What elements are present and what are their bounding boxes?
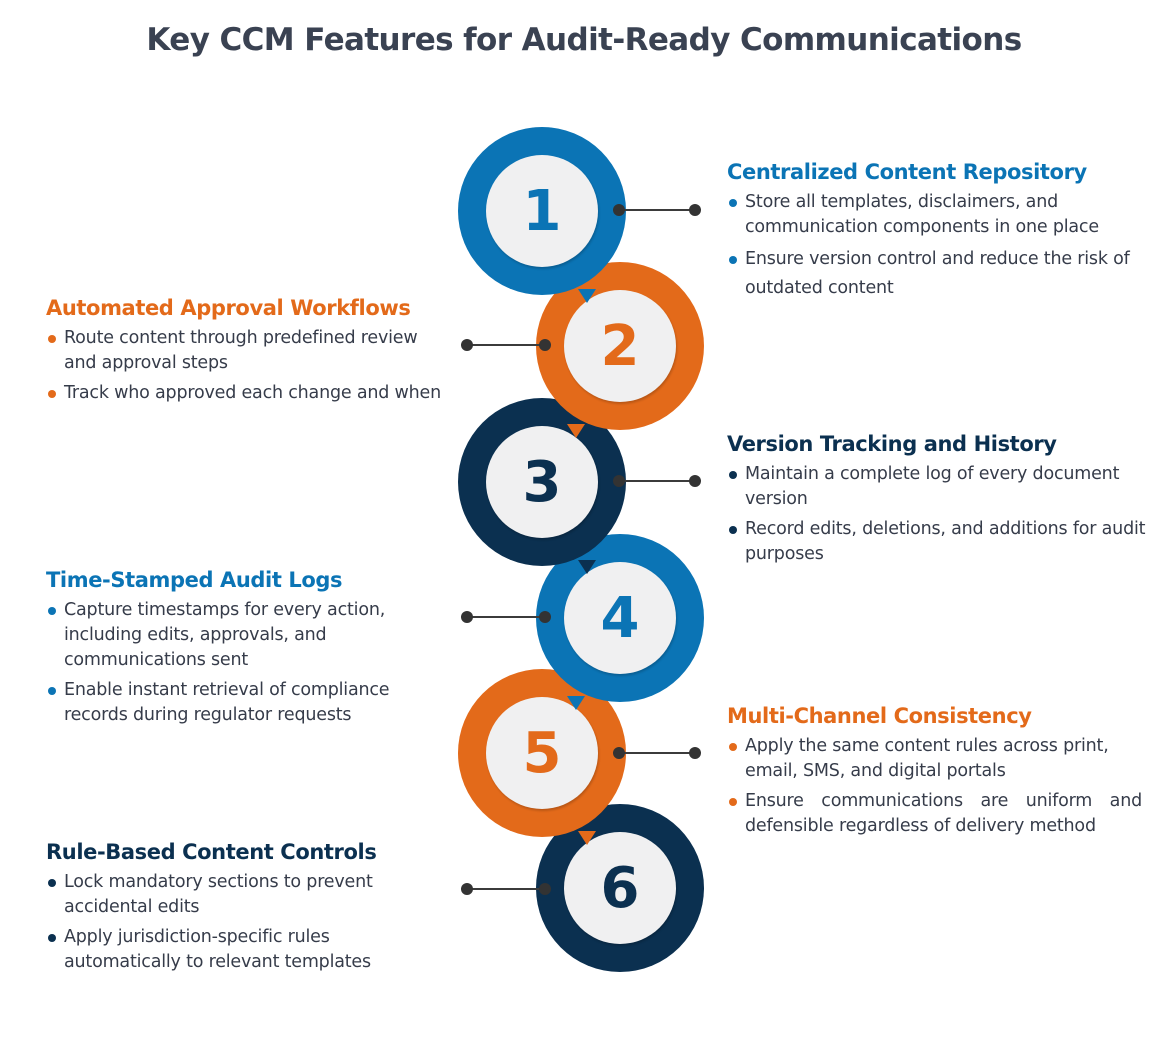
step-5-bullets: Apply the same content rules across prin… — [727, 734, 1142, 839]
connector-6-line — [467, 888, 545, 890]
step-6-number: 6 — [564, 832, 676, 944]
step-3-heading: Version Tracking and History — [727, 432, 1057, 456]
bullet-item: Lock mandatory sections to prevent accid… — [46, 870, 426, 920]
bullet-dot-icon — [48, 607, 56, 615]
connector-4-dot-outer — [461, 611, 473, 623]
step-5-tail — [578, 831, 596, 845]
step-3-tail — [578, 560, 596, 574]
connector-2-dot-outer — [461, 339, 473, 351]
bullet-item: Ensure version control and reduce the ri… — [727, 245, 1147, 303]
step-6-text: Rule-Based Content Controls Lock mandato… — [46, 840, 426, 980]
step-1-circle: 1 — [458, 127, 626, 295]
step-2-number: 2 — [564, 290, 676, 402]
bullet-item: Route content through predefined review … — [46, 326, 451, 376]
bullet-dot-icon — [729, 199, 737, 207]
step-4-text: Time-Stamped Audit Logs Capture timestam… — [46, 568, 441, 733]
bullet-item: Record edits, deletions, and additions f… — [727, 517, 1147, 567]
bullet-dot-icon — [729, 743, 737, 751]
bullet-dot-icon — [729, 256, 737, 264]
step-2-heading: Automated Approval Workflows — [46, 296, 411, 320]
step-1-tail — [578, 289, 596, 303]
step-2-tail — [567, 424, 585, 438]
bullet-item: Track who approved each change and when — [46, 381, 451, 406]
step-1-number: 1 — [486, 155, 598, 267]
bullet-item: Ensure communications are uniform and de… — [727, 789, 1142, 839]
step-6-circle: 6 — [536, 804, 704, 972]
bullet-dot-icon — [48, 335, 56, 343]
connector-1-dot-outer — [689, 204, 701, 216]
step-3-bullets: Maintain a complete log of every documen… — [727, 462, 1147, 567]
bullet-item: Apply jurisdiction-specific rules automa… — [46, 925, 426, 975]
step-4-circle: 4 — [536, 534, 704, 702]
connector-5-dot-inner — [613, 747, 625, 759]
connector-2-dot-inner — [539, 339, 551, 351]
bullet-dot-icon — [729, 798, 737, 806]
bullet-item: Maintain a complete log of every documen… — [727, 462, 1147, 512]
connector-1-dot-inner — [613, 204, 625, 216]
bullet-dot-icon — [729, 526, 737, 534]
step-6-bullets: Lock mandatory sections to prevent accid… — [46, 870, 426, 975]
bullet-item: Store all templates, disclaimers, and co… — [727, 190, 1147, 240]
connector-4-dot-inner — [539, 611, 551, 623]
connector-5-dot-outer — [689, 747, 701, 759]
step-2-text: Automated Approval Workflows Route conte… — [46, 296, 451, 411]
step-2-bullets: Route content through predefined review … — [46, 326, 451, 406]
step-1-heading: Centralized Content Repository — [727, 160, 1087, 184]
step-5-number: 5 — [486, 697, 598, 809]
connector-6-dot-inner — [539, 883, 551, 895]
connector-5-line — [619, 752, 695, 754]
bullet-dot-icon — [48, 390, 56, 398]
connector-6-dot-outer — [461, 883, 473, 895]
connector-3-dot-outer — [689, 475, 701, 487]
bullet-dot-icon — [48, 879, 56, 887]
bullet-item: Apply the same content rules across prin… — [727, 734, 1142, 784]
step-4-number: 4 — [564, 562, 676, 674]
step-4-bullets: Capture timestamps for every action, inc… — [46, 598, 441, 728]
bullet-item: Capture timestamps for every action, inc… — [46, 598, 441, 673]
bullet-dot-icon — [48, 687, 56, 695]
bullet-dot-icon — [48, 934, 56, 942]
step-3-text: Version Tracking and History Maintain a … — [727, 432, 1147, 572]
step-1-text: Centralized Content Repository Store all… — [727, 160, 1147, 308]
connector-3-line — [619, 480, 695, 482]
connector-4-line — [467, 616, 545, 618]
step-6-heading: Rule-Based Content Controls — [46, 840, 377, 864]
page-title: Key CCM Features for Audit-Ready Communi… — [146, 22, 1022, 58]
step-4-tail — [567, 696, 585, 710]
connector-3-dot-inner — [613, 475, 625, 487]
connector-2-line — [467, 344, 545, 346]
bullet-dot-icon — [729, 471, 737, 479]
step-5-text: Multi-Channel Consistency Apply the same… — [727, 704, 1142, 844]
connector-1-line — [619, 209, 695, 211]
step-4-heading: Time-Stamped Audit Logs — [46, 568, 343, 592]
step-5-heading: Multi-Channel Consistency — [727, 704, 1032, 728]
bullet-item: Enable instant retrieval of compliance r… — [46, 678, 441, 728]
step-3-number: 3 — [486, 426, 598, 538]
step-1-bullets: Store all templates, disclaimers, and co… — [727, 190, 1147, 303]
